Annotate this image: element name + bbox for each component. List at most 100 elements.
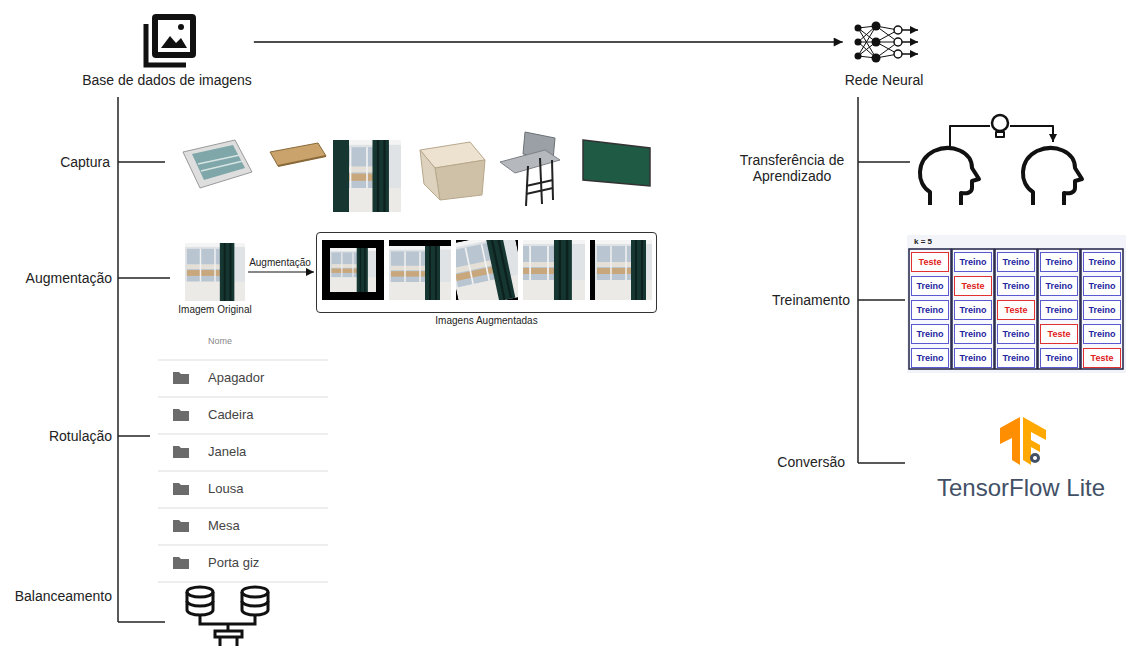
image-gallery-icon <box>178 24 184 30</box>
image-gallery-icon <box>152 14 196 58</box>
blackboard-photo <box>583 140 650 186</box>
fold-cell: Treino <box>997 348 1035 368</box>
neural-network-icon <box>872 22 881 31</box>
tensorflow-logo <box>1000 417 1020 465</box>
tree-branch-line <box>118 161 165 163</box>
k-fold-grid <box>909 249 951 369</box>
folder-list-separator <box>158 397 328 398</box>
chalk-holder-photo <box>278 156 326 166</box>
chair-photo <box>500 150 560 173</box>
logo-wordmark: TensorFlow Lite <box>937 474 1105 502</box>
transfer-learning-icon <box>1023 148 1082 205</box>
augmented-images <box>389 240 451 300</box>
fold-cell: Treino <box>1083 324 1121 344</box>
desk-photo <box>420 150 440 200</box>
neural-network-node: Rede Neural <box>845 12 924 88</box>
chair-photo <box>526 188 553 194</box>
augmented-images-box: Imagens Augmentadas <box>316 232 657 313</box>
folder-icon <box>173 520 189 532</box>
neural-network-icon <box>855 39 862 46</box>
flow-arrow <box>254 41 843 43</box>
folder-name: Cadeira <box>208 408 254 423</box>
fold-count: k = 5 <box>914 237 932 246</box>
desk-photo <box>435 160 485 200</box>
chair-photo <box>500 132 560 206</box>
folder-list-separator <box>158 582 328 583</box>
augmentation-arrow <box>248 271 314 272</box>
tree-branch-line <box>858 161 910 163</box>
fold-cell: Treino <box>911 348 949 368</box>
k-fold-grid <box>1081 249 1123 369</box>
folder-icon <box>173 557 189 569</box>
folder-name: Apagador <box>208 371 264 386</box>
tree-branch-line <box>858 462 905 464</box>
augmented-images <box>590 240 657 300</box>
image-caption: Imagem Original <box>178 304 251 316</box>
k-fold-grid <box>995 249 1037 369</box>
original-image <box>185 243 245 301</box>
chair-photo <box>540 158 542 204</box>
tree-branch-line <box>857 97 859 463</box>
branch-label: Augmentação <box>26 270 112 286</box>
original-image <box>185 243 245 301</box>
database-balance-icon <box>187 601 213 606</box>
eraser-photo <box>183 140 252 188</box>
folder-list-separator <box>158 434 328 435</box>
fold-cell: Treino <box>911 324 949 344</box>
neural-network-icon <box>855 22 919 63</box>
fold-cell: Treino <box>954 324 992 344</box>
database-balance-icon <box>187 587 213 597</box>
transfer-learning-icon <box>950 126 990 147</box>
transfer-learning-icon <box>920 115 1082 205</box>
augmented-images <box>447 231 527 310</box>
neural-network-icon <box>855 25 862 32</box>
database-balance-icon <box>187 592 213 615</box>
branch-label: Conversão <box>777 454 845 470</box>
tree-branch-line <box>117 97 119 622</box>
branch-label: Captura <box>60 154 110 170</box>
tree-branch-line <box>858 299 905 301</box>
tree-branch-line <box>118 277 170 279</box>
image-gallery-icon <box>146 14 196 65</box>
fold-cell: Teste <box>997 300 1035 320</box>
fold-cell: Treino <box>1040 252 1078 272</box>
fold-cell: Treino <box>997 324 1035 344</box>
eraser-photo <box>201 161 243 171</box>
group-caption: Imagens Augmentadas <box>317 315 656 327</box>
folder-name: Porta giz <box>208 556 259 571</box>
fold-cell: Treino <box>997 252 1035 272</box>
fold-cell: Teste <box>1083 348 1121 368</box>
chalk-holder-photo <box>270 143 326 166</box>
window-photo <box>333 140 349 212</box>
desk-photo <box>420 142 485 200</box>
column-header: Nome <box>208 336 232 346</box>
transfer-learning-icon <box>920 148 979 205</box>
tensorflow-logo <box>1023 417 1046 465</box>
neural-network-icon <box>855 53 862 60</box>
folder-icon <box>173 483 189 495</box>
eraser-photo <box>183 140 252 188</box>
neural-network-icon <box>894 50 902 58</box>
tensorflow-logo <box>1033 456 1037 460</box>
neural-network-icon <box>872 38 881 47</box>
folder-icon <box>173 372 189 384</box>
augmented-images <box>389 240 451 300</box>
database-balance-icon <box>242 601 268 606</box>
fold-cell: Treino <box>1040 276 1078 296</box>
neural-network-icon <box>858 26 898 58</box>
image-database-node: Base de dados de imagens <box>82 12 252 88</box>
folder-icon <box>173 409 189 421</box>
folder-list-separator <box>158 508 328 509</box>
augmented-images <box>330 248 376 292</box>
fold-cell: Teste <box>1040 324 1078 344</box>
k-fold-grid <box>1038 249 1080 369</box>
neural-network-icon <box>902 53 918 55</box>
folder-list-separator <box>158 360 328 582</box>
database-balance-icon <box>242 592 268 615</box>
fold-cell: Treino <box>997 276 1035 296</box>
folder-name: Janela <box>208 445 246 460</box>
database-balance-icon <box>200 615 255 624</box>
fold-cell: Treino <box>1083 252 1121 272</box>
transfer-learning-icon <box>992 115 1008 131</box>
arrow-label: Augmentação <box>249 257 311 269</box>
